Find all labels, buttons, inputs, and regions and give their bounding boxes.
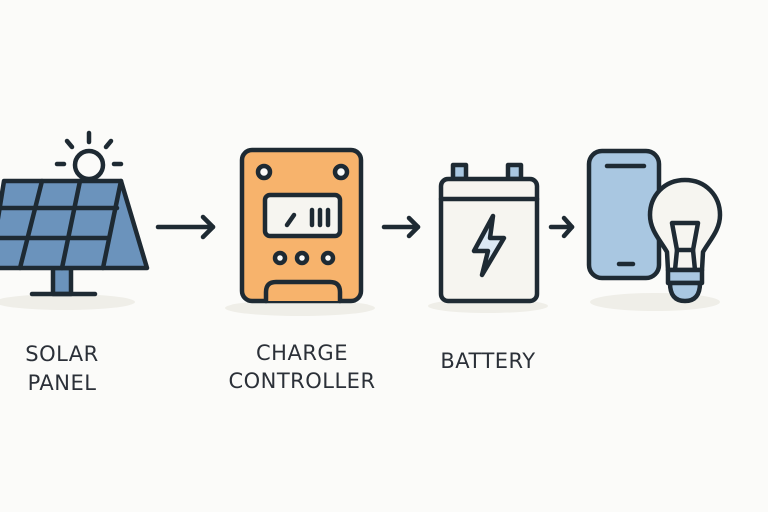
sun-icon [54,130,124,182]
lightbulb-icon [647,177,723,304]
charge-controller-label-line-2: CONTROLLER [228,369,375,393]
phone-and-lightbulb-icon [586,148,723,304]
lightning-bolt-icon [471,213,507,278]
battery-label: BATTERY [440,349,535,373]
controller-shadow [225,300,375,316]
solar-shadow [0,294,135,310]
battery-icon [438,162,540,304]
solar-panel-icon [0,130,150,297]
devices-shadow [590,293,720,311]
solar-panel-label-line-2: PANEL [28,371,97,395]
arrow-controller-to-battery [381,215,421,239]
arrow-battery-to-devices [548,215,575,239]
solar-panel-label-line-1: SOLAR [25,342,99,366]
arrow-solar-to-controller [155,214,216,240]
charge-controller-label-line-1: CHARGE [256,341,348,365]
charge-controller-icon [239,147,364,304]
